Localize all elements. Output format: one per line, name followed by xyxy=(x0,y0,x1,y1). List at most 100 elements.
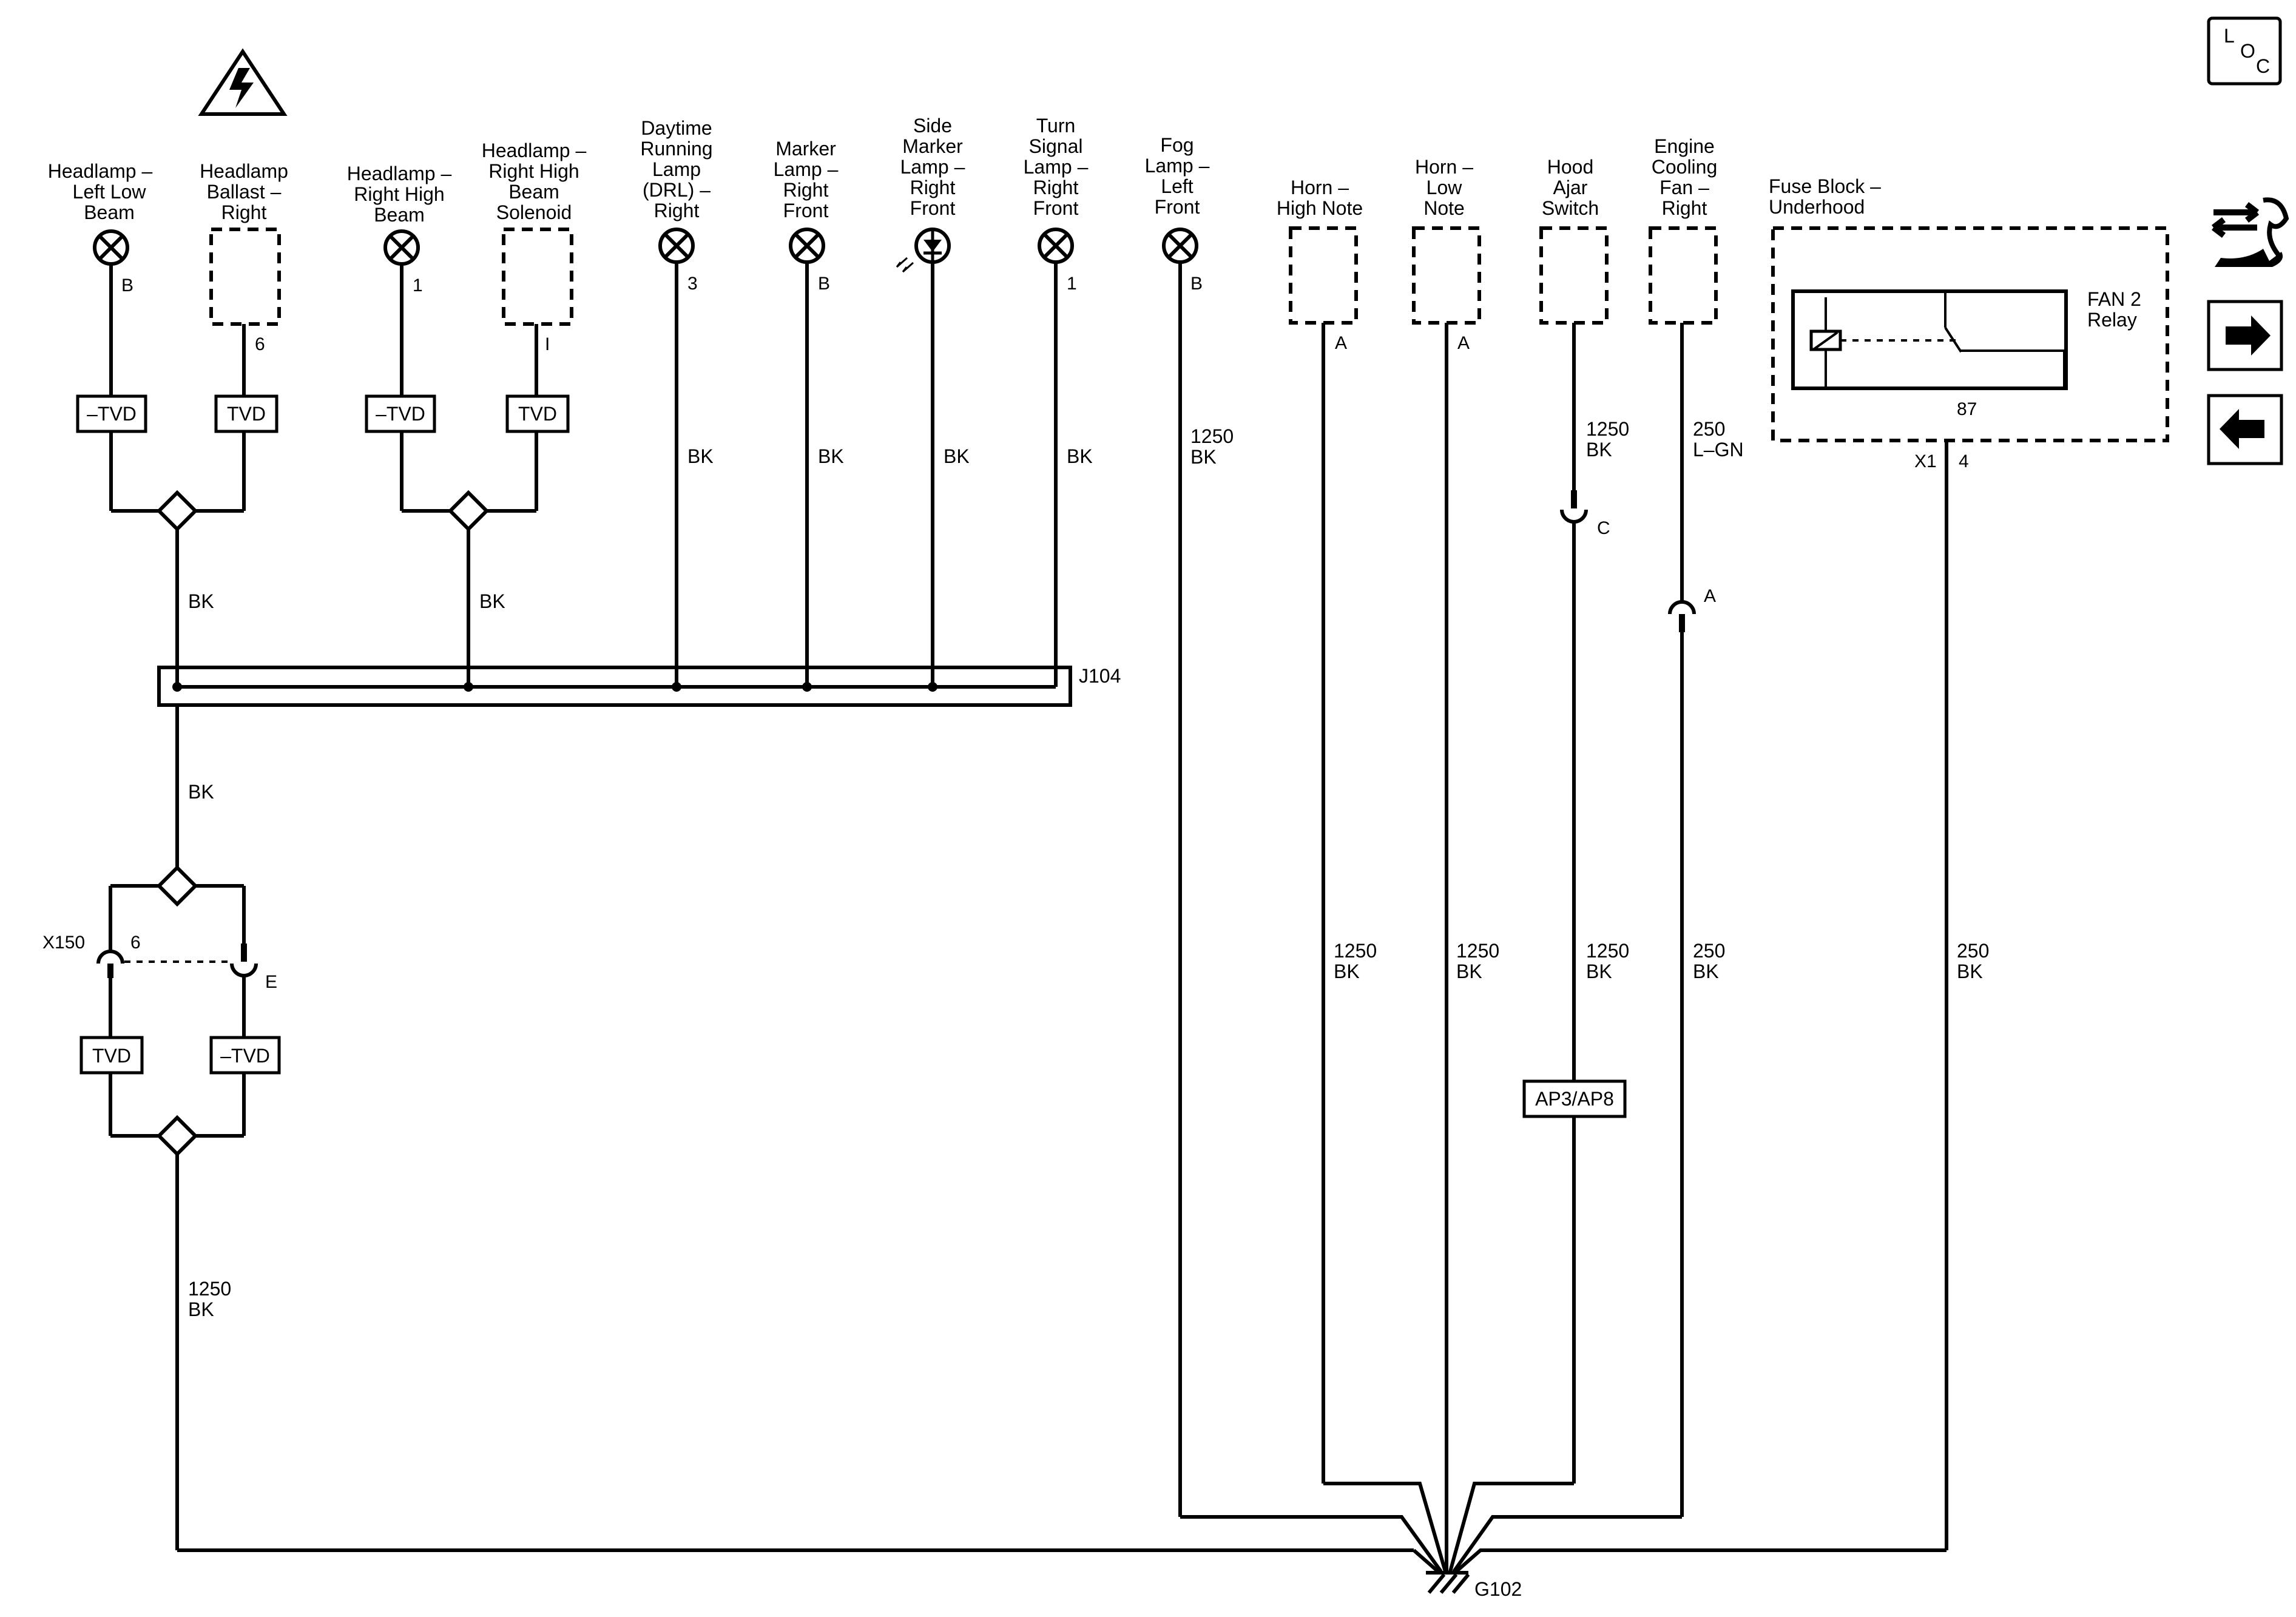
pin-hl-right-high: 1 xyxy=(413,275,423,295)
wire-color-bk: BK xyxy=(1586,439,1612,461)
svg-text:Fan –: Fan – xyxy=(1660,177,1709,198)
label-headlamp-left-low-beam: Headlamp – Left Low Beam xyxy=(48,160,153,223)
svg-text:Left: Left xyxy=(1161,175,1193,197)
svg-text:Lamp –: Lamp – xyxy=(1145,155,1210,177)
relay-pin-87: 87 xyxy=(1957,399,1977,419)
svg-text:Underhood: Underhood xyxy=(1769,196,1865,218)
label-fuse-block-underhood: Fuse Block – Underhood xyxy=(1769,175,1881,218)
relay-label-relay: Relay xyxy=(2087,309,2137,331)
component-headlamp-ballast xyxy=(209,228,281,326)
wire-size: 1250 xyxy=(1190,425,1234,447)
svg-text:Headlamp: Headlamp xyxy=(200,160,288,182)
svg-text:Front: Front xyxy=(1155,196,1200,218)
svg-text:Marker: Marker xyxy=(902,135,963,157)
svg-text:Note: Note xyxy=(1423,197,1465,219)
svg-text:Right High: Right High xyxy=(488,160,579,182)
pin-x1-4: 4 xyxy=(1959,451,1969,471)
next-arrow-icon xyxy=(2226,316,2271,356)
component-cooling-fan xyxy=(1649,226,1718,325)
svg-text:Horn –: Horn – xyxy=(1291,177,1349,198)
svg-text:X150: X150 xyxy=(42,933,85,953)
svg-text:Marker: Marker xyxy=(775,138,836,160)
svg-text:Switch: Switch xyxy=(1542,197,1599,219)
connector-x150: X150 6 E xyxy=(42,933,277,992)
ground-g102: G102 xyxy=(1426,1571,1522,1600)
lamp-icon-headlamp-left-low xyxy=(93,229,129,266)
loc-button[interactable]: L O C xyxy=(2207,16,2282,86)
svg-text:C: C xyxy=(1597,518,1610,538)
caution-icon xyxy=(198,48,288,116)
component-wrench-icon[interactable] xyxy=(2211,197,2289,267)
svg-text:Beam: Beam xyxy=(508,181,559,203)
relay-label-fan2: FAN 2 xyxy=(2087,288,2141,310)
svg-text:Fuse Block –: Fuse Block – xyxy=(1769,175,1881,197)
connector-x1: X1 xyxy=(1914,451,1937,471)
svg-text:Lamp –: Lamp – xyxy=(1024,156,1089,178)
label-turn-signal-lamp-right-front: Turn Signal Lamp – Right Front xyxy=(1024,115,1089,219)
label-engine-cooling-fan-right: Engine Cooling Fan – Right xyxy=(1652,135,1718,219)
tvd-box: –TVD xyxy=(365,394,436,433)
loc-letter-o: O xyxy=(2240,40,2255,62)
prev-arrow-icon xyxy=(2220,409,2264,449)
svg-text:Right: Right xyxy=(1662,197,1707,219)
wire-color-bk: BK xyxy=(1334,960,1360,982)
svg-text:Front: Front xyxy=(1033,197,1079,219)
splice-j104: J104 xyxy=(157,665,1121,707)
svg-text:Right: Right xyxy=(783,179,829,201)
lamp-icon-turn-signal xyxy=(1038,228,1074,264)
wire-color-bk: BK xyxy=(1190,446,1217,468)
label-headlamp-ballast-right: Headlamp Ballast – Right xyxy=(200,160,288,223)
wire-color-bk: BK xyxy=(188,781,214,803)
pin-drl: 3 xyxy=(687,274,698,294)
wire-color-bk: BK xyxy=(1456,960,1482,982)
wire-color-l-gn: L–GN xyxy=(1693,439,1744,461)
svg-text:Ballast –: Ballast – xyxy=(207,181,282,203)
tvd-box: –TVD xyxy=(76,394,147,433)
splice-diamond xyxy=(156,865,198,907)
svg-text:Front: Front xyxy=(910,197,956,219)
lamp-icon-headlamp-right-high xyxy=(383,229,420,266)
component-horn-low xyxy=(1412,226,1481,325)
wire-size: 1250 xyxy=(1456,940,1499,962)
label-horn-high-note: Horn – High Note xyxy=(1277,177,1363,219)
svg-text:6: 6 xyxy=(130,933,141,953)
svg-text:TVD: TVD xyxy=(92,1045,131,1067)
pin-marker: B xyxy=(818,274,830,294)
connector-hood-c: C xyxy=(1560,490,1610,538)
svg-text:Horn –: Horn – xyxy=(1415,156,1473,178)
component-headlamp-solenoid xyxy=(502,228,573,326)
wire-color-bk: BK xyxy=(1957,960,1983,982)
svg-text:Beam: Beam xyxy=(84,201,135,223)
svg-text:Right: Right xyxy=(910,177,956,198)
label-drl-right: Daytime Running Lamp (DRL) – Right xyxy=(640,117,712,221)
svg-text:TVD: TVD xyxy=(227,403,266,425)
label-headlamp-right-high-beam-solenoid: Headlamp – Right High Beam Solenoid xyxy=(482,140,587,223)
fan2-relay: FAN 2 Relay 87 xyxy=(1791,288,2141,419)
wire-color-bk: BK xyxy=(479,590,505,612)
label-marker-lamp-right-front: Marker Lamp – Right Front xyxy=(774,138,839,221)
svg-text:Engine: Engine xyxy=(1654,135,1715,157)
next-page-button[interactable] xyxy=(2207,300,2283,371)
wire-size: 1250 xyxy=(1586,418,1629,440)
prev-page-button[interactable] xyxy=(2207,394,2283,465)
svg-text:–TVD: –TVD xyxy=(220,1045,270,1067)
wire-size: 1250 xyxy=(1334,940,1377,962)
svg-text:Front: Front xyxy=(783,200,829,221)
svg-text:TVD: TVD xyxy=(518,403,557,425)
svg-text:Beam: Beam xyxy=(374,204,425,226)
pin-hl-ballast: 6 xyxy=(255,334,265,354)
svg-text:G102: G102 xyxy=(1474,1578,1522,1600)
svg-text:Low: Low xyxy=(1427,177,1463,198)
pin-horn-high: A xyxy=(1335,333,1347,353)
svg-text:Left Low: Left Low xyxy=(73,181,147,203)
splice-diamond xyxy=(156,490,198,532)
svg-text:Headlamp –: Headlamp – xyxy=(482,140,587,161)
wire-size: 1250 xyxy=(188,1278,231,1300)
tvd-box: TVD xyxy=(214,394,279,433)
lamp-icon-drl xyxy=(658,228,695,264)
wires xyxy=(109,262,1948,1573)
svg-text:A: A xyxy=(1704,586,1716,606)
svg-text:–TVD: –TVD xyxy=(87,403,137,425)
wire-size: 250 xyxy=(1693,940,1725,962)
wire-color-bk: BK xyxy=(1693,960,1719,982)
